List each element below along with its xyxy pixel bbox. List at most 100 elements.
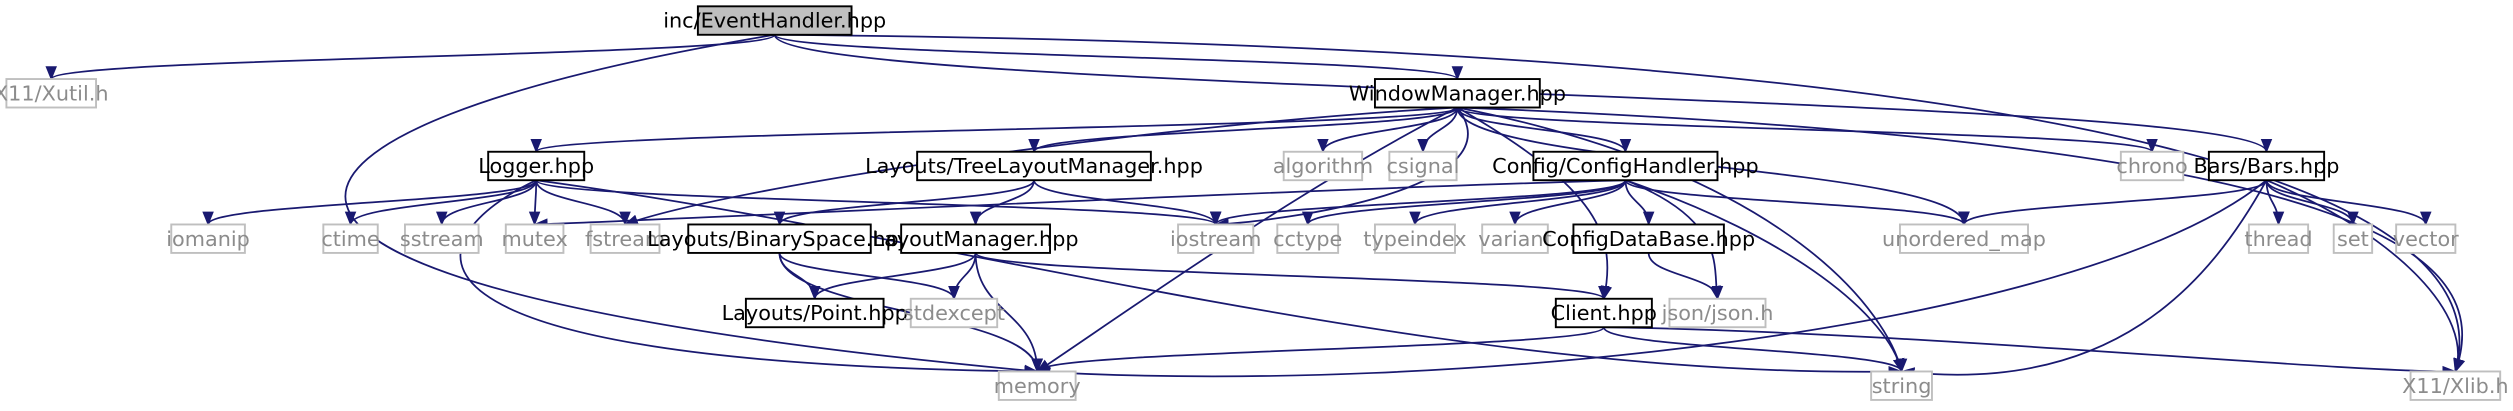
node-label-csignal: csignal: [1387, 154, 1460, 178]
node-label-logger: Logger.hpp: [478, 154, 594, 178]
edge-bars-to-xlib: [2266, 179, 2465, 373]
edge-confighandler-to-unordered_map: [1624, 179, 1970, 226]
node-binaryspace[interactable]: Layouts/BinarySpace.hpp: [647, 223, 912, 254]
edge-logger-to-string: [536, 179, 1903, 378]
node-box-treelayout: [916, 150, 1152, 182]
node-label-variant: variant: [1478, 227, 1551, 251]
node-mutex: mutex: [501, 223, 568, 254]
node-box-thread: [2247, 223, 2310, 254]
edge-treelayout-to-iostream: [1033, 179, 1222, 226]
node-box-fstream: [589, 223, 661, 254]
node-bars[interactable]: Bars/Bars.hpp: [2194, 150, 2340, 182]
node-label-thread: thread: [2244, 227, 2312, 251]
node-box-logger: [487, 150, 586, 182]
edge-bars-to-thread: [2265, 180, 2285, 226]
node-unordered_map: unordered_map: [1882, 223, 2046, 254]
node-xlib: X11/Xlib.h: [2402, 370, 2509, 401]
node-label-iostream: iostream: [1170, 227, 1261, 251]
node-box-cctype: [1276, 223, 1340, 254]
node-typeindex: typeindex: [1363, 223, 1467, 254]
edge-logger-to-iostream: [535, 179, 1222, 226]
node-ctime: ctime: [321, 223, 380, 254]
edge-windowmanager-to-confighandler: [1456, 107, 1632, 154]
node-label-bars: Bars/Bars.hpp: [2194, 154, 2340, 178]
edge-logger-to-ctime: [344, 179, 538, 226]
edge-logger-to-fstream: [535, 179, 631, 226]
node-client[interactable]: Client.hpp: [1551, 297, 1657, 329]
edge-confighandler-to-string: [1625, 179, 1905, 373]
node-box-point: [744, 297, 885, 329]
edge-confighandler-to-variant: [1509, 179, 1627, 226]
node-label-client: Client.hpp: [1551, 301, 1657, 325]
node-box-memory: [997, 370, 1077, 401]
node-vector: vector: [2393, 223, 2459, 254]
node-label-algorithm: algorithm: [1273, 154, 1373, 178]
node-label-sstream: sstream: [400, 227, 484, 251]
node-windowmanager[interactable]: WindowManager.hpp: [1349, 78, 1566, 109]
node-box-xlib: [2409, 370, 2502, 401]
edge-client-to-string: [1602, 326, 1908, 373]
node-set: set: [2332, 223, 2374, 254]
node-box-xutil: [5, 78, 97, 109]
node-iostream: iostream: [1170, 223, 1261, 254]
node-label-jsonjson: json/json.h: [1661, 301, 1774, 325]
node-layoutmanager[interactable]: LayoutManager.hpp: [873, 223, 1079, 254]
node-box-vector: [2395, 223, 2457, 254]
node-jsonjson: json/json.h: [1661, 297, 1774, 329]
node-box-string: [1870, 370, 1933, 401]
node-chrono: chrono: [2116, 150, 2188, 182]
node-label-string: string: [1872, 374, 1932, 398]
node-box-jsonjson: [1668, 297, 1767, 329]
edge-layoutmanager-to-point: [809, 252, 977, 301]
node-label-fstream: fstream: [585, 227, 665, 251]
node-label-memory: memory: [994, 374, 1081, 398]
edge-windowmanager-to-xlib: [1457, 106, 2466, 373]
edge-logger-to-memory: [459, 179, 1039, 378]
node-box-configdatabase: [1572, 223, 1725, 254]
node-label-typeindex: typeindex: [1363, 227, 1466, 251]
node-box-eventhandler: [696, 5, 853, 36]
node-label-chrono: chrono: [2116, 154, 2187, 178]
edge-layoutmanager-to-stdexcept: [948, 252, 977, 301]
edge-confighandler-to-configdatabase: [1624, 180, 1655, 226]
edge-bars-to-set: [2265, 179, 2359, 226]
edge-layoutmanager-to-client: [974, 252, 1610, 301]
node-point[interactable]: Layouts/Point.hpp: [722, 297, 908, 329]
node-label-xlib: X11/Xlib.h: [2402, 374, 2508, 398]
edge-eventhandler-to-xutil: [45, 33, 776, 81]
edge-bars-to-memory: [1035, 179, 2268, 378]
edge-confighandler-to-iostream: [1210, 179, 1627, 226]
edge-eventhandler-to-windowmanager: [773, 33, 1463, 81]
node-label-xutil: X11/Xutil.h: [0, 81, 109, 105]
node-label-set: set: [2337, 227, 2369, 251]
node-box-ctime: [322, 223, 379, 254]
node-box-csignal: [1388, 150, 1458, 182]
node-box-unordered_map: [1898, 223, 2029, 254]
node-label-layoutmanager: LayoutManager.hpp: [873, 227, 1079, 251]
node-confighandler[interactable]: Config/ConfigHandler.hpp: [1492, 150, 1759, 182]
node-label-confighandler: Config/ConfigHandler.hpp: [1492, 154, 1758, 178]
node-eventhandler[interactable]: inc/EventHandler.hpp: [663, 5, 886, 36]
node-label-unordered_map: unordered_map: [1882, 227, 2046, 251]
dependency-edges: [45, 33, 2466, 379]
node-label-configdatabase: ConfigDataBase.hpp: [1542, 227, 1755, 251]
node-box-sstream: [404, 223, 480, 254]
node-logger[interactable]: Logger.hpp: [478, 150, 594, 182]
node-box-windowmanager: [1373, 78, 1541, 109]
edge-client-to-memory: [1031, 326, 1605, 373]
node-treelayout[interactable]: Layouts/TreeLayoutManager.hpp: [865, 150, 1203, 182]
edge-client-to-xlib: [1603, 326, 2457, 378]
node-label-binaryspace: Layouts/BinarySpace.hpp: [647, 227, 912, 251]
edge-confighandler-to-cctype: [1302, 179, 1627, 226]
edge-binaryspace-to-stdexcept: [778, 252, 960, 301]
edge-logger-to-sstream: [436, 179, 538, 226]
node-configdatabase[interactable]: ConfigDataBase.hpp: [1542, 223, 1755, 254]
node-label-eventhandler: inc/EventHandler.hpp: [663, 9, 886, 33]
edge-logger-to-mutex: [528, 180, 541, 226]
edge-windowmanager-to-treelayout: [1028, 106, 1459, 154]
edge-bars-to-vector: [2265, 179, 2432, 226]
node-label-iomanip: iomanip: [166, 227, 250, 251]
edge-bars-to-string: [1900, 179, 2268, 379]
node-label-windowmanager: WindowManager.hpp: [1349, 81, 1566, 105]
